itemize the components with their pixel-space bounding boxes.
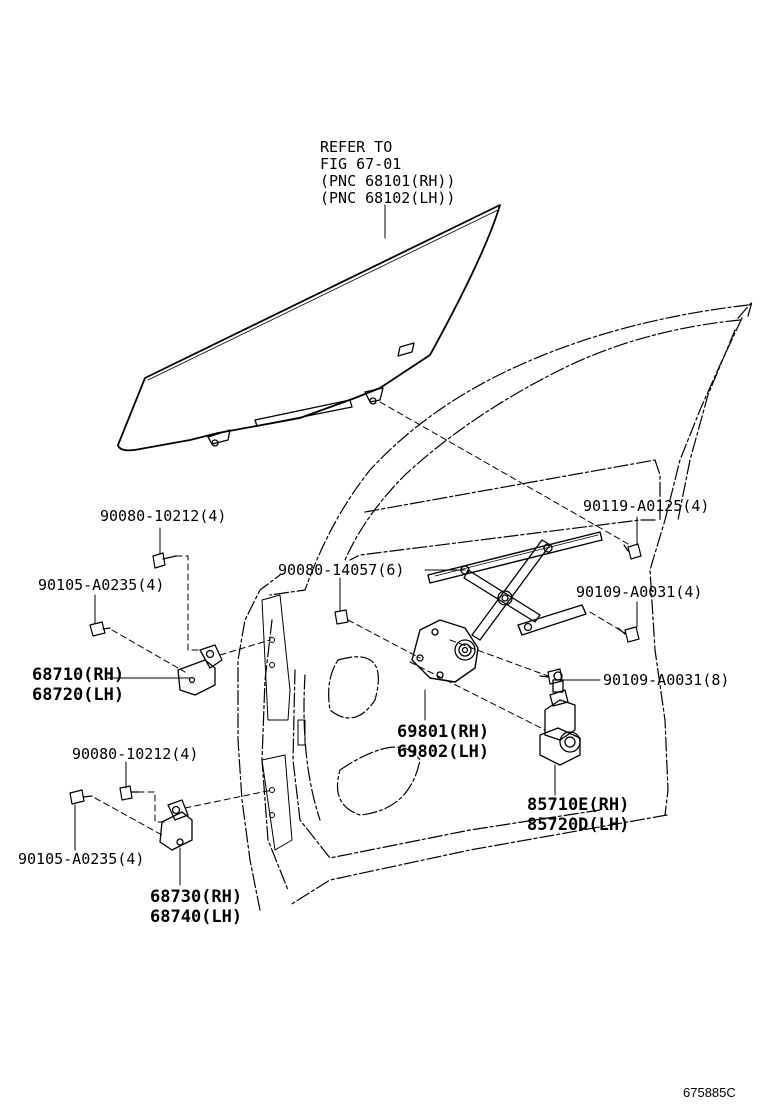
- part-68740-lh: 68740(LH): [150, 907, 243, 927]
- pnc-lh-label: (PNC 68102(LH)): [320, 189, 456, 207]
- refer-to-label: REFER TO: [320, 138, 393, 156]
- dashed-connectors: [94, 401, 631, 836]
- part-90080-10212-lower: 90080-10212(4): [72, 745, 199, 763]
- regulator-motor: [539, 671, 581, 766]
- part-90080-10212-upper: 90080-10212(4): [100, 507, 227, 525]
- fig-ref-label: FIG 67-01: [320, 155, 402, 173]
- hinge-pillar: [261, 594, 306, 851]
- leader-lines: [74, 516, 638, 886]
- lower-hinge: [159, 799, 193, 851]
- part-90080-14057: 90080-14057(6): [278, 561, 405, 579]
- part-68710-rh: 68710(RH): [32, 665, 125, 685]
- part-90109-a0031-8: 90109-A0031(8): [603, 671, 730, 689]
- pnc-rh-label: (PNC 68101(RH)): [320, 172, 456, 190]
- part-68720-lh: 68720(LH): [32, 685, 125, 705]
- part-85710e-rh: 85710E(RH): [527, 795, 630, 815]
- part-85720d-lh: 85720D(LH): [527, 815, 630, 835]
- window-regulator: [411, 531, 603, 683]
- upper-hinge: [177, 644, 223, 696]
- door-panel: [237, 301, 753, 911]
- part-69802-lh: 69802(LH): [397, 742, 490, 762]
- part-90105-a0235-upper: 90105-A0235(4): [38, 576, 165, 594]
- part-90119-a0125: 90119-A0125(4): [583, 497, 710, 515]
- part-69801-rh: 69801(RH): [397, 722, 490, 742]
- door-glass: [117, 204, 501, 452]
- part-68730-rh: 68730(RH): [150, 887, 243, 907]
- part-90105-a0235-lower: 90105-A0235(4): [18, 850, 145, 868]
- figure-code: 675885C: [683, 1085, 736, 1100]
- part-90109-a0031-4: 90109-A0031(4): [576, 583, 703, 601]
- bolts: [69, 543, 642, 805]
